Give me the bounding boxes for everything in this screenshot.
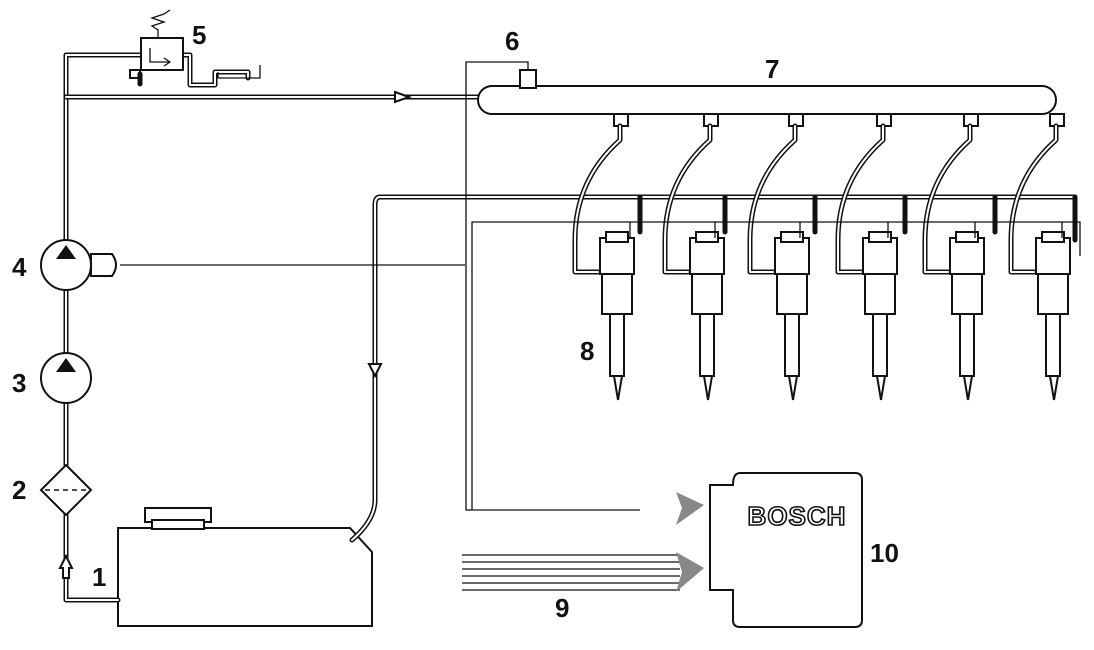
injector xyxy=(922,113,985,401)
injector-wiring xyxy=(471,221,1081,510)
high-pressure-pump xyxy=(40,239,465,291)
component-labels: 1 2 3 4 5 6 7 8 9 10 xyxy=(12,20,899,623)
label-rail-pressure-sensor: 6 xyxy=(505,26,519,56)
injector xyxy=(835,113,898,401)
pressure-control-valve xyxy=(129,9,261,87)
injector xyxy=(1008,113,1071,401)
ecu-box: BOSCH xyxy=(709,472,863,628)
sensor-signal-lines xyxy=(462,492,704,592)
injector xyxy=(572,113,635,401)
label-injector: 8 xyxy=(580,336,594,366)
presupply-pump xyxy=(40,352,92,404)
fuel-filter xyxy=(39,463,93,517)
label-presupply-pump: 3 xyxy=(12,368,26,398)
label-pressure-control-valve: 5 xyxy=(192,20,206,50)
label-rail: 7 xyxy=(765,54,779,84)
injector xyxy=(747,113,810,401)
label-filter: 2 xyxy=(12,475,26,505)
label-sensor-signals: 9 xyxy=(555,593,569,623)
fuel-lines xyxy=(63,52,1078,603)
ecu-brand-logo: BOSCH xyxy=(748,501,847,531)
flow-arrows xyxy=(58,90,412,579)
label-tank: 1 xyxy=(92,562,106,592)
high-pressure-rail xyxy=(477,85,1057,115)
rail-pressure-sensor xyxy=(465,61,640,511)
label-ecu: 10 xyxy=(870,538,899,568)
injectors xyxy=(572,113,1071,401)
injector xyxy=(662,113,725,401)
label-high-pressure-pump: 4 xyxy=(12,252,27,282)
fuel-tank xyxy=(117,507,373,627)
